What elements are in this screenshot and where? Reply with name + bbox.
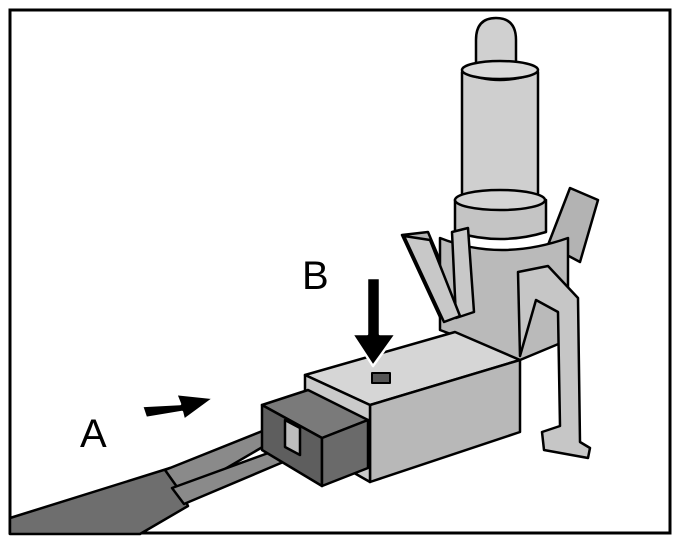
connector-notch: [283, 418, 302, 457]
switch-assembly: [8, 16, 600, 536]
plunger-shaft-top: [460, 59, 540, 81]
release-tab: [371, 372, 391, 384]
arrow-b: [350, 276, 398, 368]
clip-left-front: [450, 226, 476, 320]
label-b: B: [302, 254, 329, 298]
collar-top: [453, 188, 547, 212]
cable-sheath: [8, 466, 190, 536]
connector-front: [320, 418, 370, 488]
arrow-a: [140, 392, 216, 422]
plunger-shaft: [460, 70, 540, 200]
label-a: A: [80, 412, 107, 456]
mounting-bracket: [516, 264, 592, 460]
clip-left-wing: [402, 234, 462, 324]
